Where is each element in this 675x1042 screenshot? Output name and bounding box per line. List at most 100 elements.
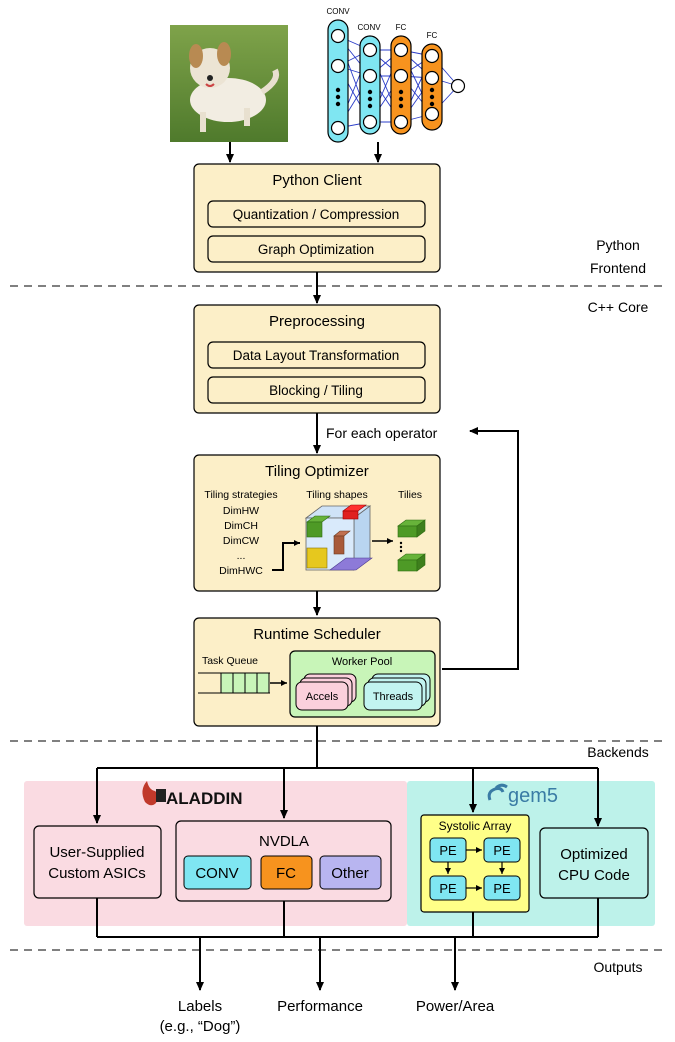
tiling-optimizer-title: Tiling Optimizer xyxy=(265,463,369,480)
nn-neuron xyxy=(362,114,378,130)
tensor-cube-illustration xyxy=(304,504,373,571)
output-power-area: Power/Area xyxy=(416,998,495,1015)
svg-text:PE: PE xyxy=(493,843,511,858)
nn-neuron xyxy=(424,106,440,122)
data-layout-step xyxy=(207,341,426,369)
tiling-strategy-ellipsis: ... xyxy=(237,550,246,562)
worker-pool-panel: Worker Pool Accels Threads xyxy=(289,650,436,718)
aladdin-logo: ALADDIN xyxy=(142,781,243,808)
conv1-label: CONV xyxy=(326,7,350,16)
conv1-layer xyxy=(327,19,349,143)
preprocessing-box: Preprocessing Data Layout Transformation… xyxy=(193,304,441,414)
tiling-strategy-dimcw: DimCW xyxy=(223,535,259,547)
nn-ellipsis-dot xyxy=(335,101,341,107)
gem5-logo: gem5 xyxy=(487,783,558,807)
nn-neuron xyxy=(424,48,440,64)
task-queue-illustration xyxy=(198,672,287,694)
nvdla-other-label: Other xyxy=(331,865,369,882)
graph-optimization-step xyxy=(207,235,426,263)
cpu-line1: Optimized xyxy=(560,846,628,863)
tiling-strategy-dimhw: DimHW xyxy=(223,505,259,517)
nvdla-other-unit xyxy=(319,855,382,890)
blocking-tiling-label: Blocking / Tiling xyxy=(269,383,363,398)
nn-ellipsis-dot xyxy=(335,94,341,100)
for-each-operator-label: For each operator xyxy=(326,425,438,441)
python-client-title: Python Client xyxy=(272,172,362,189)
nvdla-conv-label: CONV xyxy=(195,865,238,882)
tiling-shapes-header: Tiling shapes xyxy=(306,489,367,501)
nn-neuron xyxy=(424,70,440,86)
accels-card xyxy=(295,681,349,711)
nvdla-conv-unit xyxy=(183,855,252,890)
nn-neuron xyxy=(393,42,409,58)
fc2-label: FC xyxy=(427,31,438,40)
graph-optimization-label: Graph Optimization xyxy=(258,242,374,257)
threads-card xyxy=(363,681,423,711)
fc1-layer xyxy=(390,35,412,135)
tiles-header: Tilies xyxy=(398,489,422,501)
loop-back-arrow xyxy=(442,427,519,670)
custom-asics-box: User-Supplied Custom ASICs xyxy=(33,825,162,899)
nn-ellipsis-dot xyxy=(398,103,404,109)
data-layout-label: Data Layout Transformation xyxy=(233,348,400,363)
nn-neuron xyxy=(393,68,409,84)
runtime-scheduler-box: Runtime Scheduler Task Queue Worker Pool… xyxy=(193,617,441,727)
blocking-tiling-step xyxy=(207,376,426,404)
optimized-cpu-box: Optimized CPU Code xyxy=(539,827,649,899)
preprocessing-title: Preprocessing xyxy=(269,313,365,330)
gem5-logo-text: gem5 xyxy=(508,785,558,807)
systolic-array-box: Systolic Array PE PE PE PE xyxy=(420,814,530,913)
nn-neuron xyxy=(330,28,346,44)
python-frontend-label-2: Frontend xyxy=(590,260,646,276)
svg-text:PE: PE xyxy=(493,881,511,896)
cpu-line2: CPU Code xyxy=(558,867,630,884)
systolic-array-title: Systolic Array xyxy=(439,819,512,833)
nvdla-fc-unit xyxy=(260,855,313,890)
fc2-layer xyxy=(421,43,443,131)
nn-ellipsis-dot xyxy=(335,87,341,93)
worker-pool-label: Worker Pool xyxy=(332,656,392,668)
conv2-layer xyxy=(359,35,381,135)
cpp-core-label: C++ Core xyxy=(588,299,649,315)
aladdin-logo-text: ALADDIN xyxy=(166,789,243,808)
nn-neuron xyxy=(330,58,346,74)
scheduler-fanout-arrows xyxy=(93,726,602,827)
tiling-strategies-header: Tiling strategies xyxy=(204,489,277,501)
nvdla-title: NVDLA xyxy=(259,833,309,850)
backends-label: Backends xyxy=(587,744,648,760)
fc1-label: FC xyxy=(396,23,407,32)
threads-label: Threads xyxy=(373,691,414,703)
nn-neuron xyxy=(362,68,378,84)
custom-asics-line2: Custom ASICs xyxy=(48,865,146,882)
svg-text:PE: PE xyxy=(439,881,457,896)
nn-output-neuron xyxy=(450,78,466,94)
tiling-strategy-dimhwc: DimHWC xyxy=(219,565,263,577)
tiles-illustration xyxy=(397,519,426,572)
python-frontend-label: Python xyxy=(596,237,640,253)
nn-neuron xyxy=(330,120,346,136)
nn-ellipsis-dot xyxy=(367,103,373,109)
backend-merge-lines xyxy=(96,898,599,938)
runtime-scheduler-title: Runtime Scheduler xyxy=(253,626,381,643)
dog-photo xyxy=(170,25,288,142)
nn-ellipsis-dot xyxy=(398,89,404,95)
nn-neuron xyxy=(393,114,409,130)
neural-network-diagram: CONV CONV FC FC xyxy=(326,7,466,143)
outputs-label: Outputs xyxy=(593,959,642,975)
python-client-box: Python Client Quantization / Compression… xyxy=(193,163,441,273)
nvdla-box: NVDLA CONV FC Other xyxy=(175,820,392,902)
output-performance: Performance xyxy=(277,998,363,1015)
output-labels: Labels xyxy=(178,998,222,1015)
custom-asics-line1: User-Supplied xyxy=(49,844,144,861)
nn-ellipsis-dot xyxy=(367,96,373,102)
nn-neuron xyxy=(362,42,378,58)
nvdla-fc-label: FC xyxy=(276,865,296,882)
task-queue-label: Task Queue xyxy=(202,655,258,667)
conv2-label: CONV xyxy=(357,23,381,32)
pe-3 xyxy=(483,875,521,901)
nn-ellipsis-dot xyxy=(367,89,373,95)
nn-ellipsis-dot xyxy=(429,101,435,107)
output-labels-example: (e.g., “Dog”) xyxy=(160,1018,241,1035)
accels-label: Accels xyxy=(306,691,339,703)
